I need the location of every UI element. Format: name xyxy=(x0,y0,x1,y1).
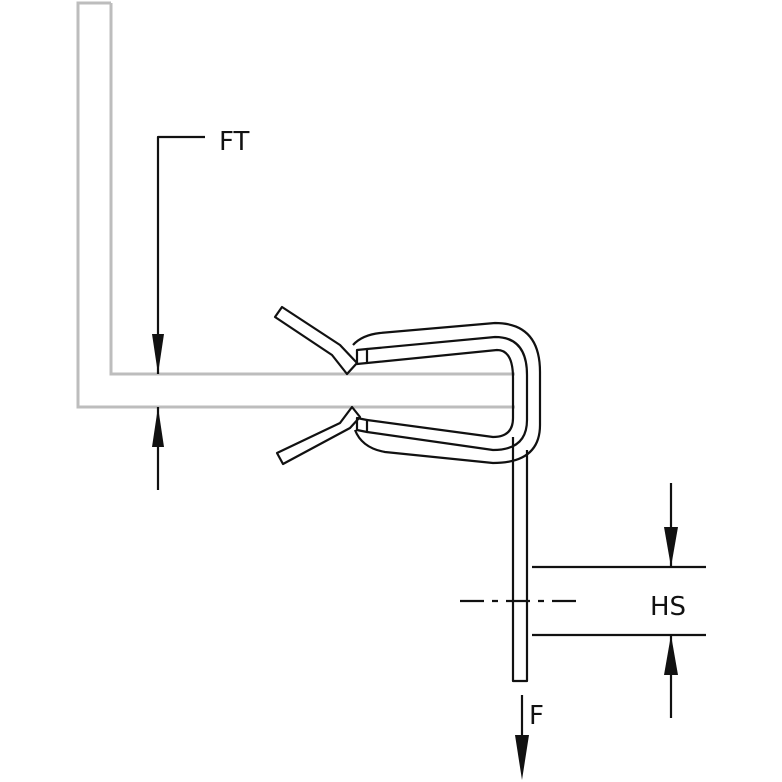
arrow-down-icon xyxy=(664,527,678,567)
ft-dimension: FT xyxy=(152,127,249,490)
force-arrow: F xyxy=(515,695,544,780)
arrow-up-icon xyxy=(152,407,164,447)
force-label: F xyxy=(529,701,544,731)
arrow-down-icon xyxy=(152,334,164,374)
arrow-up-icon xyxy=(664,635,678,675)
arrow-down-icon xyxy=(515,735,529,780)
spring-clip xyxy=(273,305,542,683)
ft-label: FT xyxy=(219,127,249,157)
hs-dimension: HS xyxy=(460,483,706,718)
panel xyxy=(76,1,515,409)
hs-label: HS xyxy=(650,592,686,622)
